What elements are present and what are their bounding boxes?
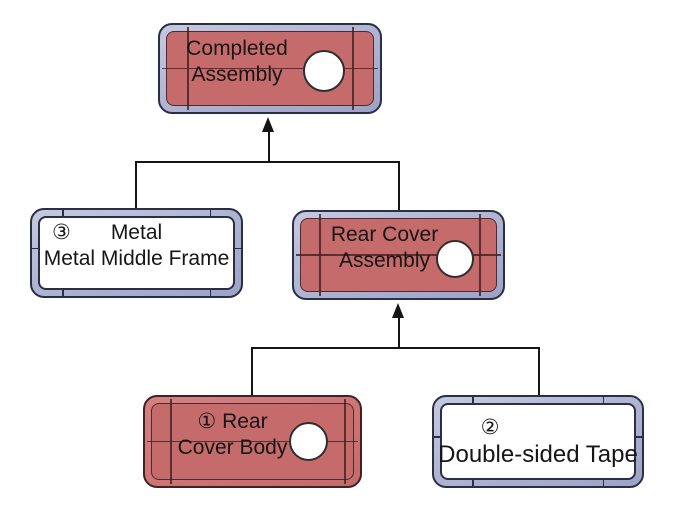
circled-3-badge: ③ <box>52 221 71 244</box>
frame-seam-tick <box>62 288 64 296</box>
circled-2-badge: ② <box>480 416 500 439</box>
node-label-line1: Double-sided Tape <box>438 441 638 468</box>
node-rear-cover-body: ① Rear Cover Body <box>143 395 362 488</box>
frame-seam-tick <box>634 436 642 438</box>
node-label-line1: Completed <box>186 36 288 60</box>
frame-seam-tick <box>209 210 211 218</box>
upper-connector-horizontal-line <box>135 161 400 164</box>
camera-hole-icon <box>436 240 474 278</box>
node-label-line1-text: Metal <box>110 221 163 244</box>
frame-inner-panel <box>440 403 636 480</box>
node-label-line2: Metal Middle Frame <box>43 247 230 270</box>
panel-seam-line <box>162 67 378 69</box>
node-label: Rear Cover Assembly <box>294 212 503 298</box>
lower-connector-arrow-shaft <box>398 316 401 349</box>
node-metal-middle-frame: ③ Metal Metal Middle Frame <box>30 208 243 298</box>
arrow-up-icon <box>262 117 274 132</box>
lower-connector-right-drop-line <box>538 347 541 396</box>
node-label-line1: Rear Cover <box>330 223 439 246</box>
frame-inner-panel <box>38 216 235 290</box>
node-completed-assembly: Completed Assembly <box>158 23 382 114</box>
frame-seam-tick <box>472 478 474 486</box>
node-label-line2: Assembly <box>191 62 283 86</box>
upper-connector-arrow-shaft <box>268 130 271 163</box>
frame-seam-tick <box>472 397 474 405</box>
node-label: ③ Metal Metal Middle Frame <box>32 210 241 296</box>
lower-connector-horizontal-line <box>251 347 540 350</box>
panel-seam-line <box>147 440 358 442</box>
frame-seam-tick <box>602 478 604 486</box>
node-label-line1: ③ Metal <box>32 220 241 246</box>
upper-connector-right-drop-line <box>398 161 401 211</box>
node-label-line2: Assembly <box>338 249 431 272</box>
node-label-line2: Cover Body <box>177 435 288 459</box>
frame-seam-tick <box>62 210 64 218</box>
camera-hole-icon <box>303 50 345 92</box>
frame-seam-tick <box>209 288 211 296</box>
panel-seam-line <box>296 254 501 256</box>
lower-connector-left-drop-line <box>251 347 254 396</box>
frame-seam-tick <box>434 436 442 438</box>
upper-connector-left-drop-line <box>135 161 138 209</box>
node-label: ② Double-sided Tape <box>434 397 642 486</box>
frame-seam-tick <box>233 247 241 250</box>
frame-seam-tick <box>32 247 40 250</box>
node-label: ① Rear Cover Body <box>145 397 360 486</box>
node-double-sided-tape: ② Double-sided Tape <box>432 395 644 488</box>
node-rear-cover-assembly: Rear Cover Assembly <box>292 210 505 300</box>
frame-seam-tick <box>602 397 604 405</box>
arrow-up-icon <box>392 303 404 318</box>
camera-hole-icon <box>289 422 328 461</box>
node-label: Completed Assembly <box>160 25 380 112</box>
node-label-line1: ① Rear <box>197 409 268 433</box>
